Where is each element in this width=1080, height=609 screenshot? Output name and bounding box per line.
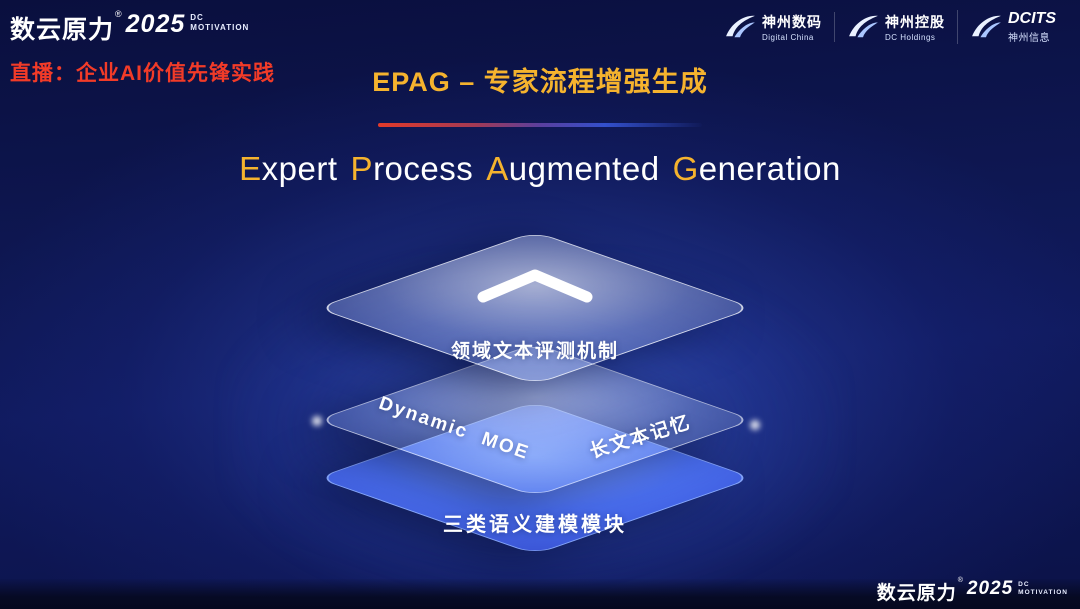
footer-bar [0, 579, 1080, 609]
partner-text: 神州控股 DC Holdings [885, 12, 945, 42]
layer-label-semantic-modules: 三类语义建模模块 [443, 514, 627, 536]
brand-name: 数云原力 [876, 583, 957, 604]
subtitle-word-rest: rocess [373, 150, 474, 187]
edge-highlight-dot [750, 420, 760, 430]
partner-logo-digital-china: 神州数码 Digital China [712, 12, 834, 42]
partner-name-en: Digital China [762, 33, 814, 42]
layer-label-evaluation: 领域文本评测机制 [450, 341, 619, 362]
brand-logo-bottom-right: 数云原力®2025 DC MOTIVATION [876, 577, 1068, 605]
swoosh-icon [849, 15, 878, 38]
subtitle-word-rest: ugmented [508, 150, 660, 187]
partner-name-en: DC Holdings [885, 33, 936, 42]
edge-highlight-dot [312, 416, 322, 426]
partner-name-cn: 神州数码 [762, 14, 822, 30]
registered-mark: ® [957, 577, 963, 584]
subtitle-word-initial: G [672, 150, 699, 187]
subtitle-word-rest: eneration [698, 150, 841, 187]
subtitle-word: Process [351, 150, 474, 188]
brand-tagline-line1: DC [1018, 581, 1030, 588]
brand-tagline-line1: DC [190, 13, 204, 22]
brand-tagline-line2: MOTIVATION [190, 22, 250, 32]
live-stream-label: 直播：企业AI价值先锋实践 [10, 62, 275, 85]
registered-mark: ® [115, 9, 122, 19]
brand-tagline: DC MOTIVATION [190, 13, 249, 32]
subtitle-word-initial: P [350, 150, 374, 187]
swoosh-icon [726, 15, 755, 38]
partner-logo-dcits: DCITS 神州信息 [957, 10, 1068, 44]
subtitle-word-rest: xpert [261, 150, 338, 187]
subtitle: Expert Process Augmented Generation [0, 150, 1080, 188]
brand-name: 数云原力 [10, 16, 115, 44]
subtitle-word: Augmented [486, 150, 659, 188]
title-underline [378, 123, 702, 127]
subtitle-word: Expert [239, 150, 337, 188]
chevron-up-icon [473, 266, 597, 311]
page-title: EPAG – 专家流程增强生成 [372, 67, 708, 97]
partner-name-cn: DCITS [1008, 10, 1056, 27]
subtitle-word: Generation [673, 150, 841, 188]
brand-tagline: DC MOTIVATION [1018, 581, 1068, 597]
subtitle-word-initial: A [486, 150, 509, 187]
partner-text: 神州数码 Digital China [762, 12, 822, 42]
partner-logos: 神州数码 Digital China 神州控股 DC Holdings DCIT… [712, 10, 1068, 44]
subtitle-word-initial: E [239, 150, 262, 187]
partner-text: DCITS 神州信息 [1008, 10, 1056, 44]
partner-name-en: 神州信息 [1008, 33, 1050, 44]
partner-name-cn: 神州控股 [885, 14, 945, 30]
swoosh-icon [972, 15, 1001, 38]
brand-tagline-line2: MOTIVATION [1018, 588, 1068, 596]
brand-year: 2025 [125, 10, 186, 38]
partner-logo-dc-holdings: 神州控股 DC Holdings [834, 12, 957, 42]
brand-year: 2025 [966, 578, 1014, 599]
brand-logo-top-left: 数云原力®2025 DC MOTIVATION [10, 9, 249, 46]
